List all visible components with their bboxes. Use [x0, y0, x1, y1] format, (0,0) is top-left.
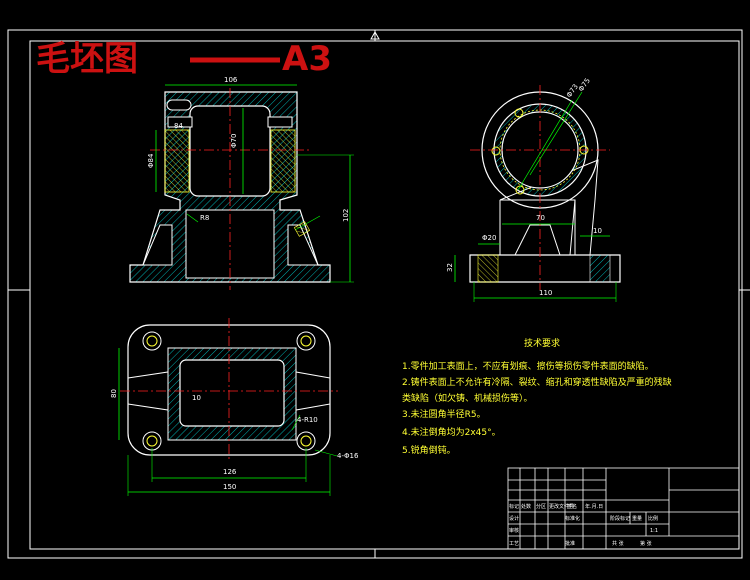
note-6: 5.锐角倒钝。: [402, 444, 456, 456]
tb-sign: 签名: [567, 503, 577, 510]
front-view: 106 Φ70 102 84 Φ84 R8: [129, 76, 354, 290]
side-view: Φ73 Φ75 70 10 Φ20 32 110: [446, 77, 621, 302]
front-dim-height: 102: [342, 209, 350, 222]
tb-sheets: 共 张: [612, 540, 624, 547]
note-3: 类缺陷（如欠铸、机械损伤等）。: [402, 392, 533, 404]
top-dim-holes: 4-R10: [297, 416, 318, 424]
front-dim-flange: 84: [174, 122, 183, 130]
technical-requirements: 技术要求 1.零件加工表面上，不应有划痕、擦伤等损伤零件表面的缺陷。 2.铸件表…: [402, 337, 672, 456]
tb-design: 设计: [509, 515, 519, 522]
front-dim-side: Φ84: [147, 153, 155, 168]
side-dim-center: 70: [536, 214, 545, 222]
top-dim-height: 80: [110, 389, 118, 398]
side-dim-rib: 10: [593, 227, 602, 235]
front-dim-bore: Φ70: [230, 134, 238, 148]
front-dim-width: 106: [224, 76, 238, 84]
tb-mark: 标记: [509, 503, 519, 510]
note-5: 4.未注倒角均为2x45°。: [402, 426, 501, 438]
side-dim-base-h: 32: [446, 263, 454, 272]
tb-stage: 阶段标记: [610, 515, 630, 522]
top-dim-corner-holes: 4-Φ16: [337, 452, 359, 460]
tb-scale-value: 1:1: [650, 528, 658, 534]
tb-change: 更改文件号: [549, 503, 574, 510]
sheet-frame: [7, 29, 750, 559]
top-view: 10 4-R10 4-Φ16 126 150 80: [110, 318, 359, 496]
top-dim-total: 150: [223, 483, 236, 491]
note-4: 3.未注圆角半径R5。: [402, 408, 486, 420]
title-cn: 毛坯图: [36, 39, 138, 79]
side-dim-length: 110: [539, 289, 552, 297]
note-1: 1.零件加工表面上，不应有划痕、擦伤等损伤零件表面的缺陷。: [402, 360, 654, 372]
title-size: A3: [282, 39, 332, 79]
tb-review: 审核: [509, 527, 519, 534]
tb-craft: 工艺: [509, 541, 519, 547]
tb-weight: 重量: [632, 515, 642, 522]
tb-scale: 比例: [648, 515, 658, 522]
side-dim-outer: Φ73: [565, 83, 580, 99]
drawing-title: 毛坯图 A3: [36, 39, 332, 79]
tb-count: 处数: [521, 503, 531, 510]
notes-heading: 技术要求: [524, 337, 560, 349]
note-2: 2.铸件表面上不允许有冷隔、裂纹、缩孔和穿透性缺陷及严重的残缺: [402, 376, 672, 388]
tb-zone: 分区: [536, 503, 546, 510]
tb-standard: 标准化: [565, 515, 580, 522]
top-dim-inner-w: 10: [192, 394, 201, 402]
tb-approve: 批准: [565, 540, 575, 547]
top-dim-hole-span: 126: [223, 468, 237, 476]
side-dim-inner: Φ75: [577, 77, 592, 93]
front-dim-r: R8: [200, 214, 209, 222]
title-block-text: 标记 处数 分区 更改文件号 签名 年.月.日 设计 标准化 审核 工艺 批准 …: [509, 503, 658, 547]
title-block: [507, 467, 740, 550]
tb-sheet-no: 第 张: [640, 540, 652, 547]
side-dim-boss: Φ20: [482, 234, 496, 242]
tb-date: 年.月.日: [585, 503, 603, 510]
